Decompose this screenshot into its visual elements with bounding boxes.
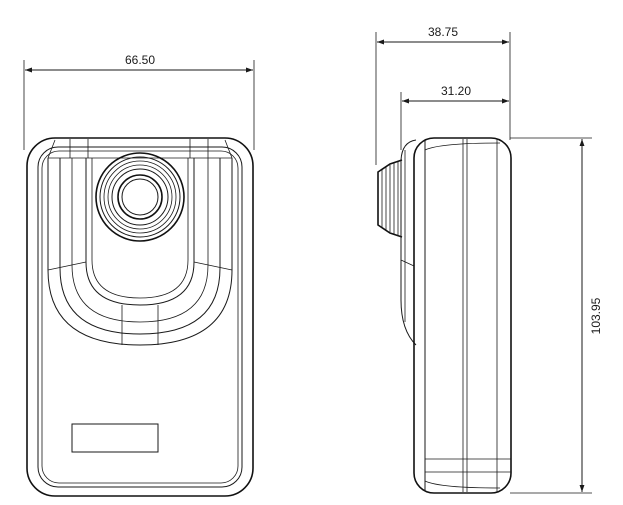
side-lens [377, 159, 403, 238]
label-plate [71, 423, 159, 453]
height-dimension: 103.95 [510, 137, 603, 494]
camera-lens [95, 152, 185, 242]
height-label: 103.95 [589, 297, 603, 334]
front-view: 66.50 [23, 53, 255, 497]
side-depth-total-label: 38.75 [428, 25, 458, 39]
front-width-dimension: 66.50 [23, 53, 255, 150]
front-width-label: 66.50 [125, 53, 155, 67]
side-depth-total-dimension: 38.75 [375, 25, 511, 165]
side-bezel [400, 139, 417, 346]
lens-bezel [47, 158, 233, 346]
side-depth-body-label: 31.20 [441, 84, 471, 98]
side-depth-body-dimension: 31.20 [400, 84, 509, 150]
side-body [413, 137, 512, 494]
side-view: 38.75 31.20 103.95 [375, 25, 603, 494]
front-body [26, 137, 254, 497]
